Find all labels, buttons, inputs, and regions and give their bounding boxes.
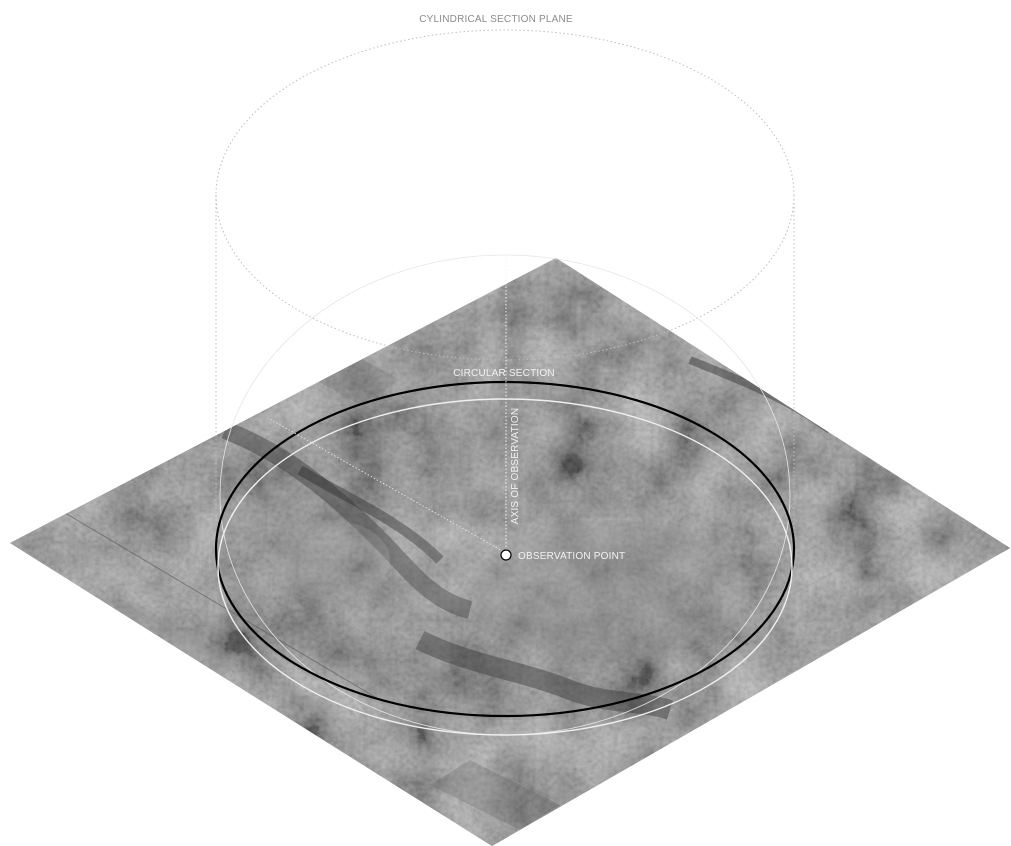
radius-line	[267, 417, 507, 554]
label-axis-of-observation: AXIS OF OBSERVATION	[510, 408, 521, 525]
label-observation-point: OBSERVATION POINT	[518, 551, 625, 562]
label-circular-section: CIRCULAR SECTION	[453, 368, 555, 379]
circular-section-ellipse	[214, 380, 796, 718]
ground-circle-ellipse	[217, 398, 793, 736]
label-cylindrical-section-plane: CYLINDRICAL SECTION PLANE	[419, 14, 573, 25]
cylindrical-section-plane	[215, 29, 795, 555]
observation-point-marker	[500, 549, 512, 561]
